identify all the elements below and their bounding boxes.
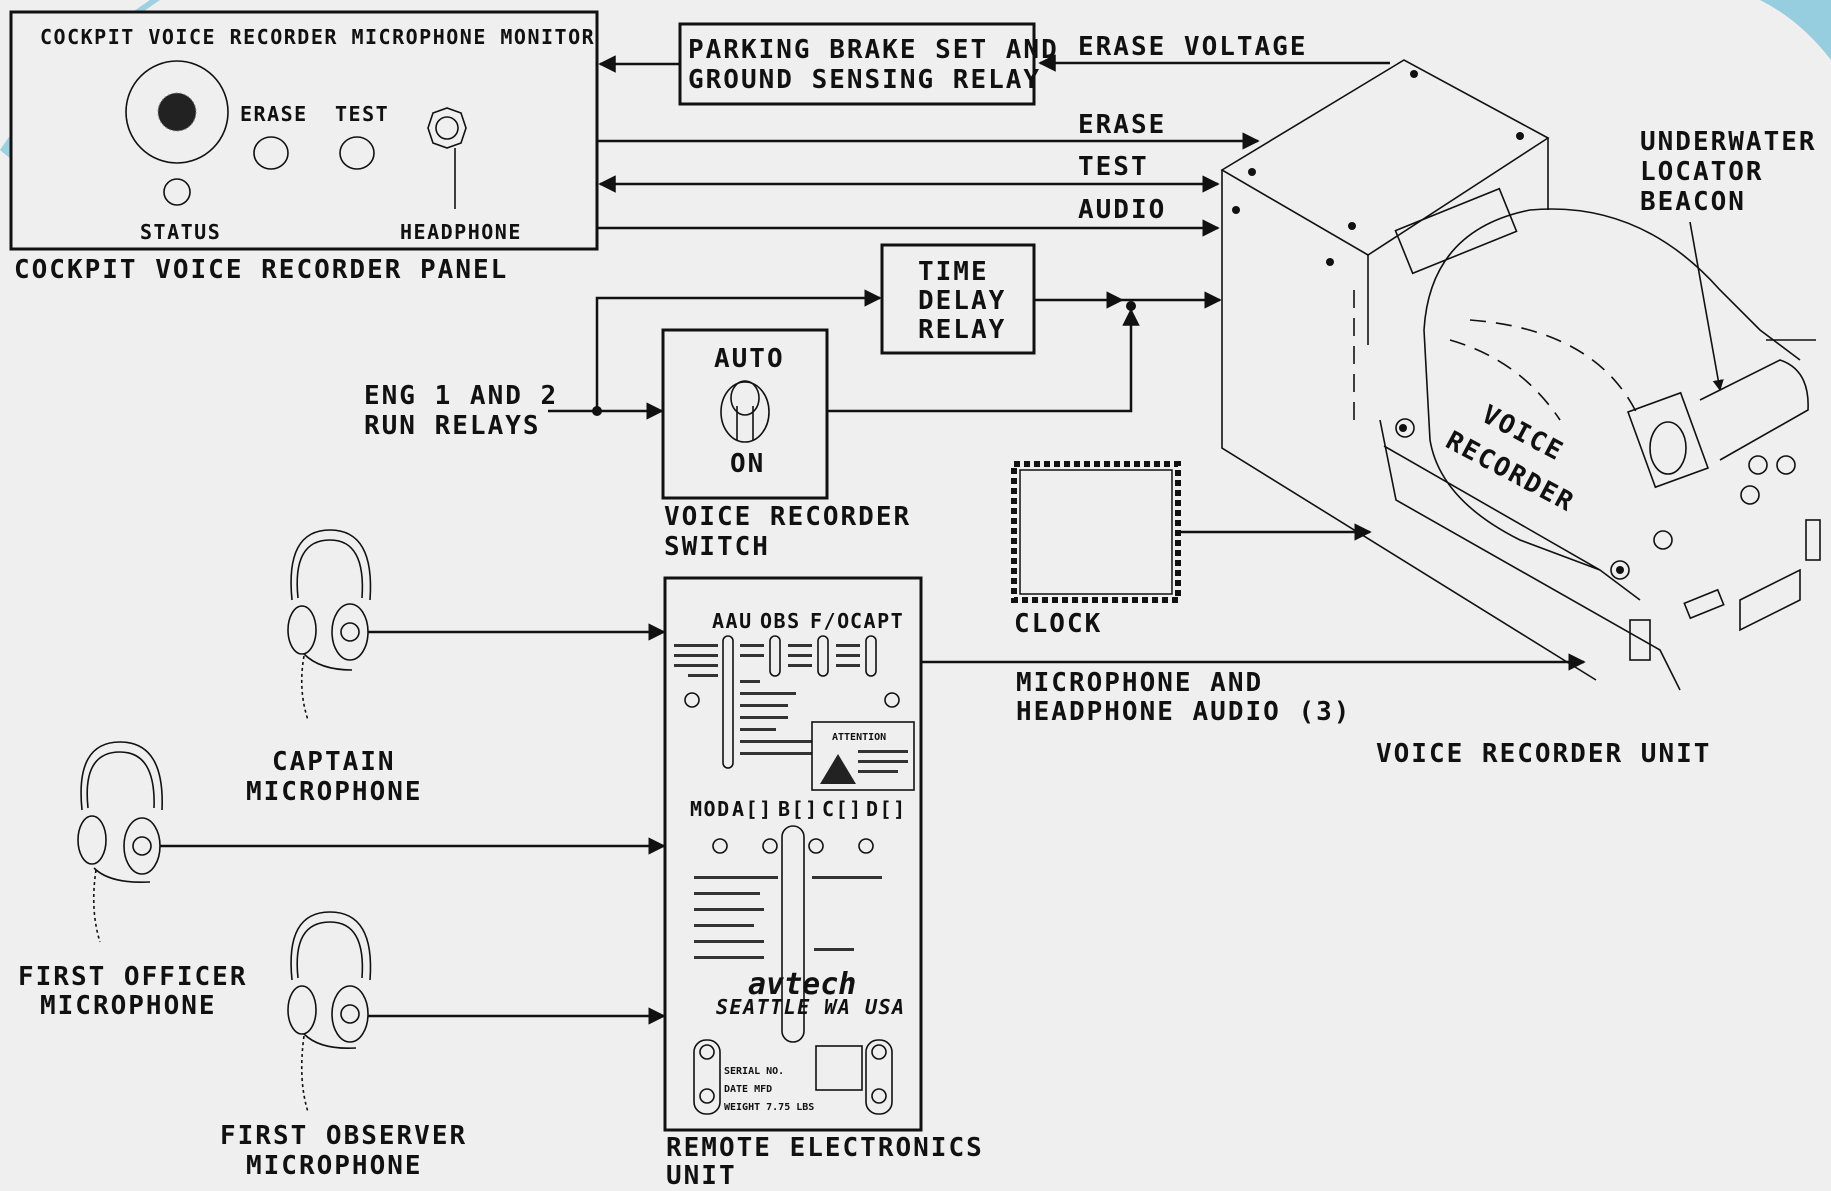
time-delay-line3: RELAY bbox=[918, 315, 1006, 345]
first-observer-headset-icon bbox=[288, 912, 371, 1112]
reu-caption-line1: REMOTE ELECTRONICS bbox=[666, 1133, 984, 1163]
beacon-leader-line bbox=[1690, 222, 1720, 390]
reu-mod-a: A[] bbox=[732, 797, 773, 821]
captain-headset-icon bbox=[288, 530, 371, 720]
audio-signal-label: AUDIO bbox=[1078, 195, 1166, 225]
reu-date: DATE MFD bbox=[724, 1084, 772, 1095]
clock-label: CLOCK bbox=[1014, 609, 1102, 639]
captain-mic-label2: MICROPHONE bbox=[246, 777, 423, 807]
reu-header-aau: AAU bbox=[712, 609, 753, 633]
attention-text: ATTENTION bbox=[832, 732, 886, 743]
first-observer-label2: MICROPHONE bbox=[246, 1151, 423, 1181]
reu-caption-line2: UNIT bbox=[666, 1161, 737, 1191]
panel-caption: COCKPIT VOICE RECORDER PANEL bbox=[14, 255, 508, 285]
reu-header-fo: F/O bbox=[810, 609, 851, 633]
time-delay-line2: DELAY bbox=[918, 286, 1006, 316]
mic-audio-label-line2: HEADPHONE AUDIO (3) bbox=[1016, 697, 1351, 727]
parking-relay-line2: GROUND SENSING RELAY bbox=[688, 65, 1041, 95]
eng-relays-line1: ENG 1 AND 2 bbox=[364, 381, 558, 411]
beacon-line3: BEACON bbox=[1640, 187, 1746, 217]
recorder-unit-caption: VOICE RECORDER UNIT bbox=[1376, 739, 1711, 769]
first-officer-label2: MICROPHONE bbox=[40, 991, 217, 1021]
test-label: TEST bbox=[335, 102, 389, 126]
reu-weight: WEIGHT 7.75 LBS bbox=[724, 1102, 814, 1113]
parking-brake-relay-box: PARKING BRAKE SET AND GROUND SENSING REL… bbox=[680, 24, 1059, 104]
reu-mod-b: B[] bbox=[778, 797, 819, 821]
switch-caption-line2: SWITCH bbox=[664, 532, 770, 562]
time-delay-line1: TIME bbox=[918, 257, 989, 287]
clock-box bbox=[1014, 464, 1178, 600]
mic-audio-label-line1: MICROPHONE AND bbox=[1016, 668, 1263, 698]
remote-electronics-unit: AAU OBS F/O CAPT ATTENTION MOD A[] B bbox=[665, 578, 921, 1130]
slide-accent-right bbox=[1760, 0, 1831, 60]
reu-city: SEATTLE WA USA bbox=[716, 995, 906, 1019]
reu-serial: SERIAL NO. bbox=[724, 1066, 784, 1077]
time-delay-relay-box: TIME DELAY RELAY bbox=[882, 245, 1034, 353]
voice-recorder-switch[interactable]: AUTO ON bbox=[663, 330, 827, 498]
switch-on-label: ON bbox=[730, 449, 765, 479]
reu-header-obs: OBS bbox=[760, 609, 801, 633]
headphone-label: HEADPHONE bbox=[400, 220, 522, 244]
panel-title: COCKPIT VOICE RECORDER MICROPHONE MONITO… bbox=[40, 25, 595, 49]
reu-mod-label: MOD bbox=[690, 797, 731, 821]
test-signal-label: TEST bbox=[1078, 152, 1149, 182]
beacon-line2: LOCATOR bbox=[1640, 157, 1764, 187]
first-officer-headset-icon bbox=[78, 742, 162, 942]
erase-signal-label: ERASE bbox=[1078, 110, 1166, 140]
parking-relay-line1: PARKING BRAKE SET AND bbox=[688, 35, 1059, 65]
reu-header-capt: CAPT bbox=[850, 609, 904, 633]
erase-label: ERASE bbox=[240, 102, 308, 126]
reu-mod-c: C[] bbox=[822, 797, 863, 821]
switch-caption-line1: VOICE RECORDER bbox=[664, 502, 911, 532]
first-observer-label1: FIRST OBSERVER bbox=[220, 1121, 467, 1151]
erase-voltage-label: ERASE VOLTAGE bbox=[1078, 32, 1308, 62]
beacon-line1: UNDERWATER bbox=[1640, 127, 1817, 157]
diode-junction-dot bbox=[1126, 301, 1136, 311]
eng-relays-line2: RUN RELAYS bbox=[364, 411, 541, 441]
first-officer-label1: FIRST OFFICER bbox=[18, 962, 248, 992]
captain-mic-label1: CAPTAIN bbox=[272, 747, 396, 777]
reu-mod-d: D[] bbox=[866, 797, 907, 821]
cockpit-voice-recorder-panel: COCKPIT VOICE RECORDER MICROPHONE MONITO… bbox=[11, 12, 597, 249]
switch-auto-label: AUTO bbox=[714, 344, 785, 374]
status-label: STATUS bbox=[140, 220, 221, 244]
